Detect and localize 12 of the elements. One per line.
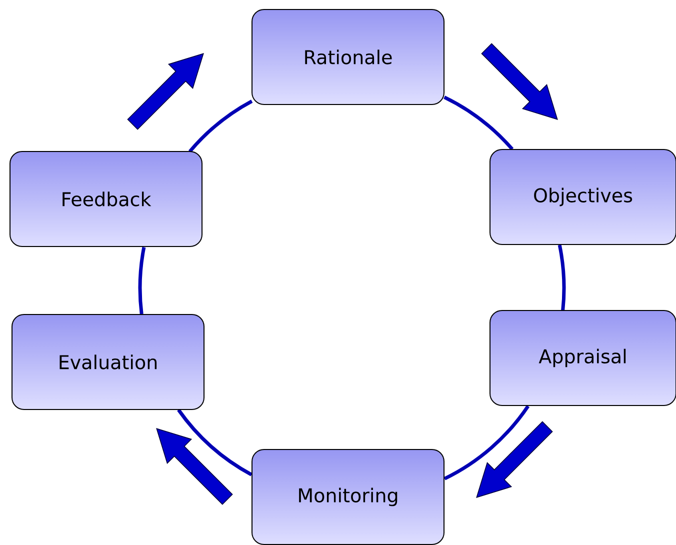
connector-arc	[138, 246, 146, 314]
process-box: Appraisal	[490, 310, 676, 406]
process-box: Monitoring	[252, 449, 444, 545]
connector-arc	[558, 244, 566, 311]
process-box: Rationale	[252, 9, 444, 105]
process-box: Feedback	[10, 151, 202, 247]
connector-arc	[177, 408, 252, 476]
process-box: Evaluation	[12, 314, 204, 410]
connector-arc	[444, 96, 514, 150]
connector-arc	[444, 405, 530, 480]
process-box: Objectives	[490, 149, 676, 245]
connector-arc	[188, 100, 253, 153]
